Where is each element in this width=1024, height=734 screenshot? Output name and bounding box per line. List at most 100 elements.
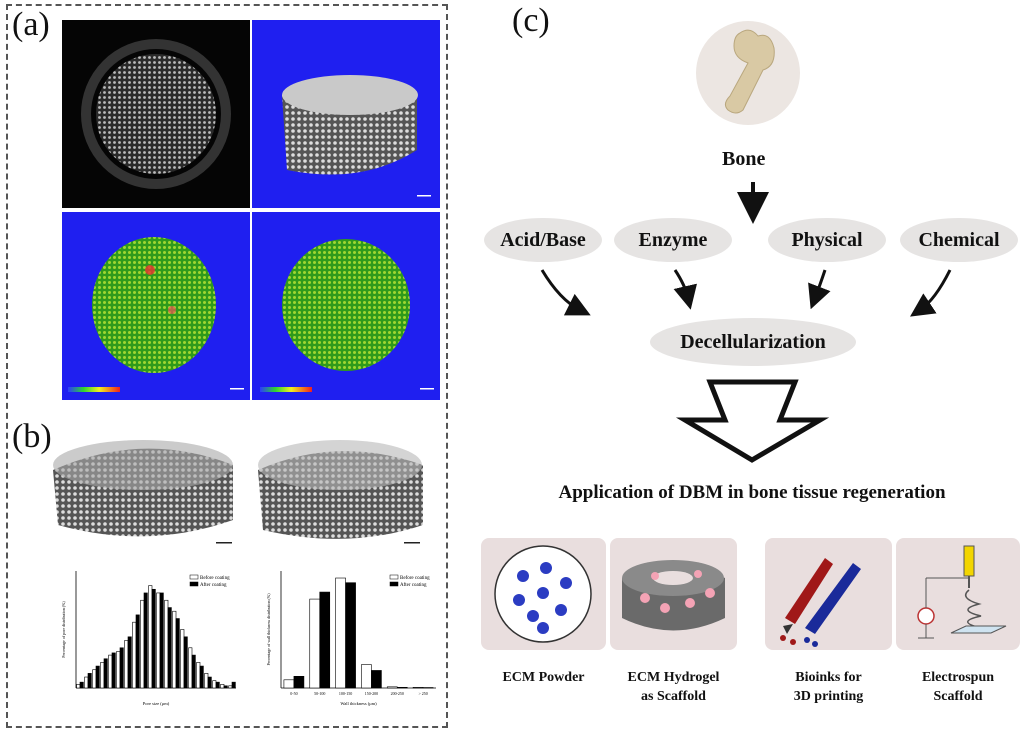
thickness-map-1 bbox=[92, 237, 216, 373]
x-axis-label: Wall thickness (μm) bbox=[340, 701, 377, 706]
bar bbox=[361, 664, 372, 689]
bar bbox=[335, 577, 346, 689]
bioinks-card bbox=[765, 538, 892, 650]
x-tick-label: 150-200 bbox=[365, 691, 378, 696]
3d-render-top bbox=[282, 75, 418, 115]
bar bbox=[167, 607, 172, 689]
bar bbox=[199, 665, 204, 689]
scaffold-before-top bbox=[53, 440, 233, 490]
panel-b-label: (b) bbox=[12, 418, 52, 455]
scaffold-renders bbox=[53, 440, 423, 544]
scale-bar-b1 bbox=[216, 542, 232, 544]
bar bbox=[111, 652, 116, 689]
bar bbox=[140, 599, 145, 689]
bar bbox=[159, 592, 164, 689]
thickness-map-2 bbox=[282, 239, 410, 371]
bar bbox=[228, 685, 233, 689]
bar bbox=[108, 654, 113, 689]
electrospun-card bbox=[896, 538, 1020, 650]
ecm-powder-illustration bbox=[494, 545, 592, 643]
color-scale-bar-1 bbox=[68, 387, 120, 392]
method-enzyme: Enzyme bbox=[614, 218, 732, 262]
y-axis-label: Percentage of pore distribution (%) bbox=[61, 601, 66, 658]
bar bbox=[371, 670, 382, 689]
bar bbox=[100, 662, 105, 689]
panel-a-label: (a) bbox=[12, 6, 50, 43]
bone-label: Bone bbox=[722, 148, 766, 170]
scale-bar-a3 bbox=[420, 388, 434, 390]
y-axis-label: Percentage of wall thickness distributio… bbox=[266, 593, 271, 666]
bar bbox=[132, 621, 137, 689]
scale-bar-a2 bbox=[230, 388, 244, 390]
arrow-physical bbox=[808, 269, 831, 310]
bar bbox=[345, 582, 356, 689]
decellularization-node: Decellularization bbox=[650, 318, 856, 366]
bar bbox=[84, 676, 89, 689]
ct-slice-ring bbox=[81, 39, 231, 189]
bioink-pens-illustration bbox=[780, 558, 861, 647]
bar bbox=[386, 686, 398, 689]
legend-swatch bbox=[189, 581, 199, 587]
x-axis-label: Pore size (μm) bbox=[143, 701, 170, 706]
hot-spot bbox=[168, 306, 176, 314]
bone-image bbox=[696, 21, 800, 125]
hydrogel-scaffold-illustration bbox=[622, 560, 725, 631]
bar bbox=[119, 647, 124, 689]
ecm-powder-card bbox=[481, 538, 606, 650]
bar bbox=[151, 588, 156, 689]
bar bbox=[204, 673, 209, 689]
legend-label: Before coating bbox=[400, 576, 430, 581]
bar bbox=[215, 681, 220, 689]
x-tick-label: 0-50 bbox=[290, 691, 297, 696]
method-label: Acid/Base bbox=[500, 228, 586, 251]
bar bbox=[191, 654, 196, 689]
electrospun-caption: Electrospun Scaffold bbox=[896, 668, 1020, 706]
bar bbox=[183, 636, 188, 689]
arrow-acid-base bbox=[540, 269, 591, 316]
bar bbox=[283, 679, 295, 689]
caption-line: Bioinks for bbox=[795, 670, 862, 685]
x-tick-label: > 250 bbox=[418, 691, 427, 696]
electrospinning-illustration bbox=[917, 545, 1007, 639]
caption-line: as Scaffold bbox=[641, 689, 706, 704]
bar bbox=[231, 681, 236, 689]
method-label: Enzyme bbox=[638, 228, 708, 251]
bar bbox=[180, 629, 185, 689]
ecm-hydrogel-caption: ECM Hydrogel as Scaffold bbox=[610, 668, 737, 706]
bar bbox=[124, 640, 129, 689]
bar bbox=[148, 585, 153, 689]
bar bbox=[95, 665, 100, 689]
bar bbox=[293, 676, 305, 689]
panel-c-label: (c) bbox=[512, 2, 550, 39]
bar bbox=[92, 669, 97, 689]
bar bbox=[143, 592, 148, 689]
bar bbox=[116, 651, 121, 689]
bar bbox=[164, 599, 169, 689]
caption-line: Electrospun bbox=[921, 670, 995, 685]
method-label: Chemical bbox=[918, 228, 1000, 251]
bar bbox=[412, 686, 424, 689]
method-chemical: Chemical bbox=[900, 218, 1018, 262]
big-hollow-arrow bbox=[675, 379, 830, 463]
left-panel-frame bbox=[6, 4, 448, 728]
bar bbox=[212, 680, 217, 689]
color-scale-bar-2 bbox=[260, 387, 312, 392]
x-tick-label: 200-250 bbox=[391, 691, 404, 696]
caption-line: ECM Hydrogel bbox=[627, 670, 720, 685]
bar bbox=[319, 591, 331, 689]
legend-label: Before coating bbox=[200, 576, 230, 581]
x-tick-label: 100-150 bbox=[339, 691, 352, 696]
bar bbox=[172, 610, 177, 689]
ecm-hydrogel-card bbox=[610, 538, 737, 650]
pore-size-chart: Pore size (μm) Percentage of pore distrib… bbox=[61, 571, 236, 706]
ecm-powder-caption: ECM Powder bbox=[481, 668, 606, 687]
micro-ct-grid bbox=[62, 20, 440, 400]
bar bbox=[76, 684, 81, 689]
caption-line: 3D printing bbox=[793, 689, 864, 704]
ct-slice-disc bbox=[96, 54, 216, 174]
arrow-chemical bbox=[910, 269, 952, 317]
bar bbox=[127, 636, 132, 689]
scale-bar-b2 bbox=[404, 542, 420, 544]
bar bbox=[79, 681, 84, 689]
